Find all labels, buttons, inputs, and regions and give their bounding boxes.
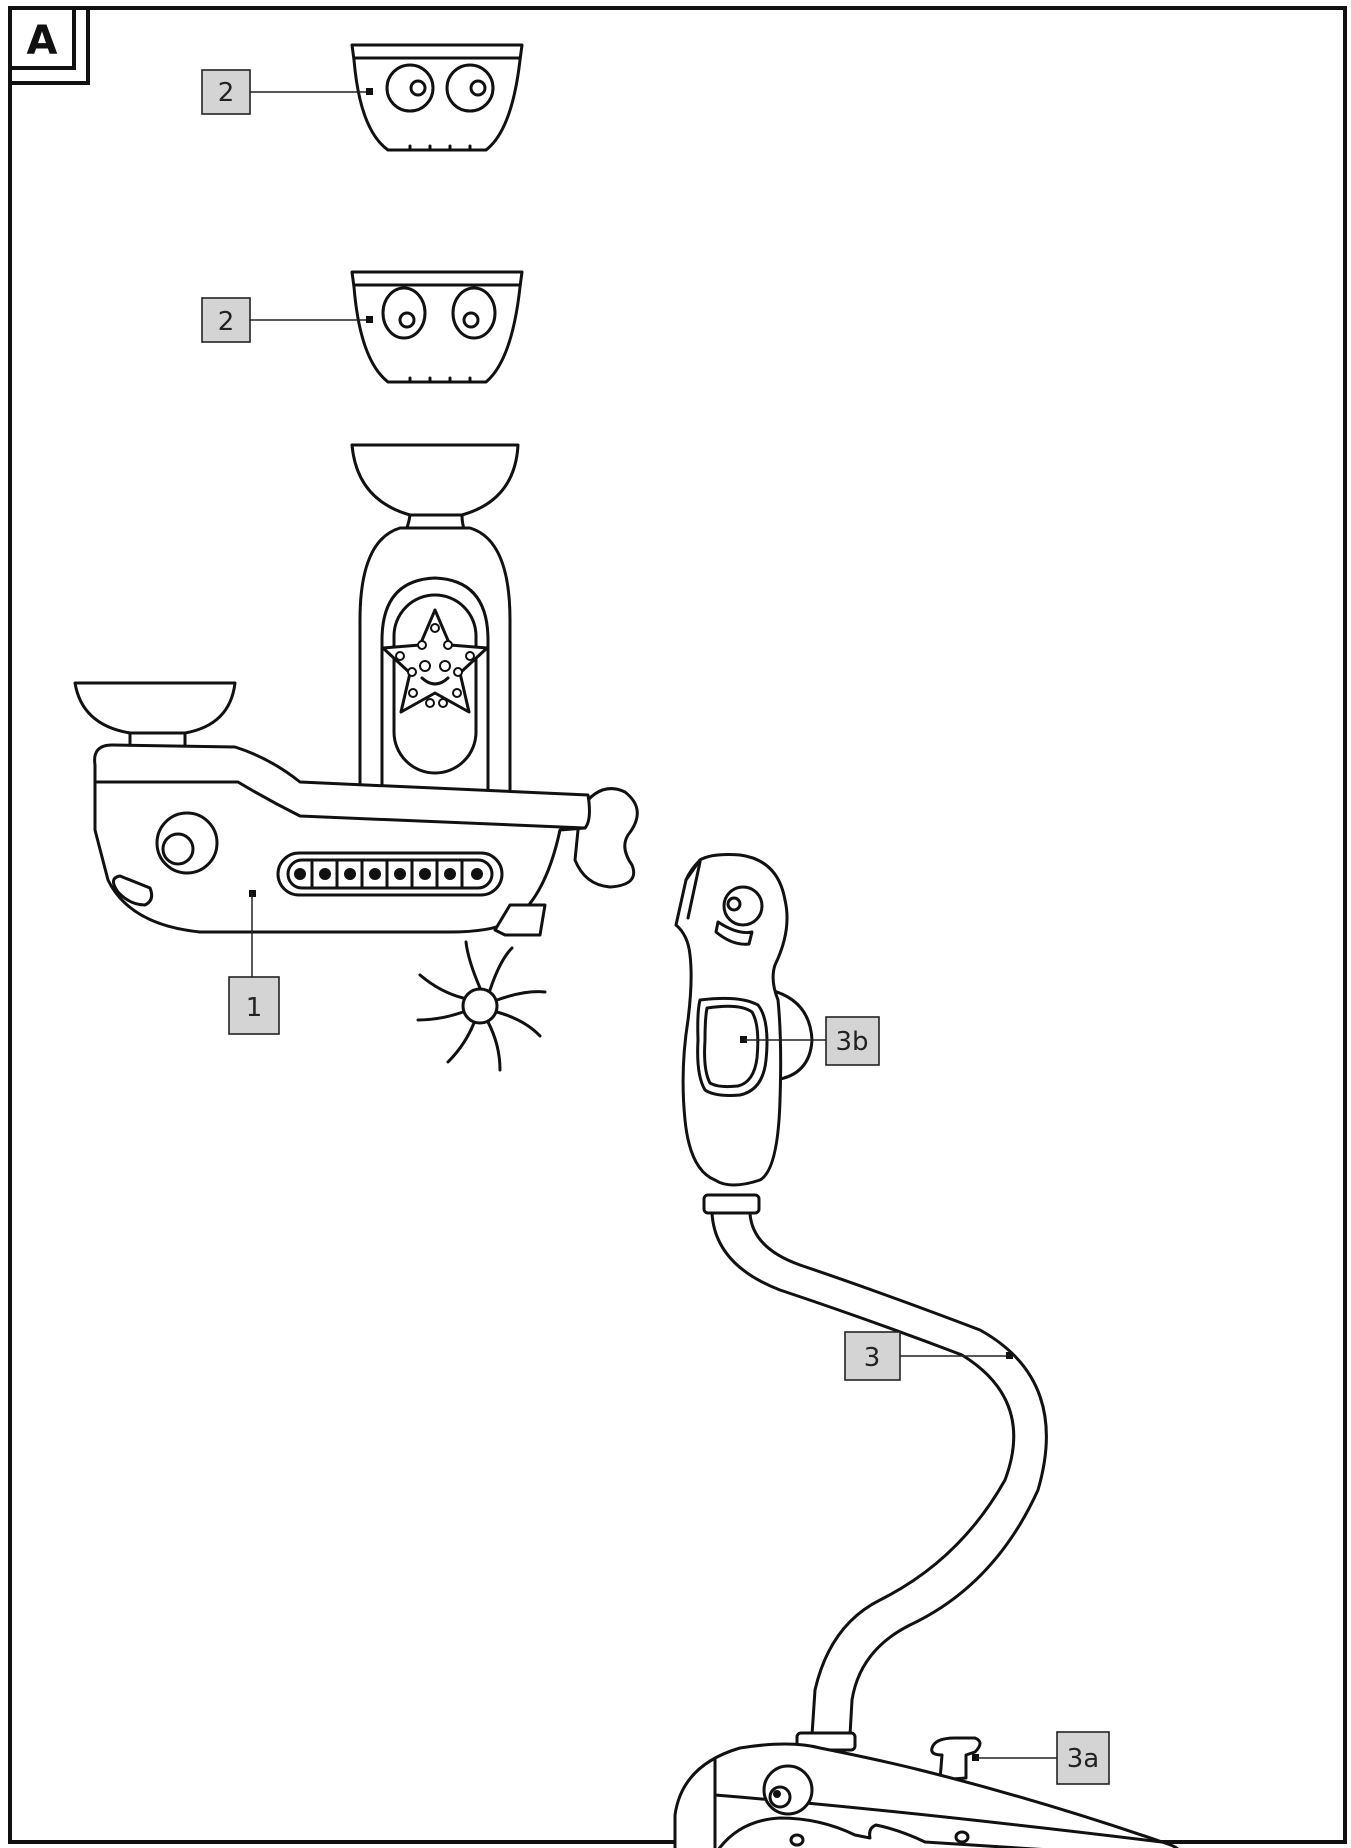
spray-button [696,996,769,1097]
cup-eye-icon [451,286,497,340]
callout-label: 3 [864,1343,881,1373]
cup-eye-icon [445,63,495,113]
handle-eye-icon [714,885,764,946]
starfish-icon [381,608,489,714]
shower-handle [674,853,814,1215]
callout-3: 3 [844,1331,1013,1381]
suction-cup-icon [350,443,520,542]
boat-assembly [73,443,639,1072]
paddle-wheel-icon [416,940,547,1072]
figure-label-badge: A [0,0,90,85]
porthole-icon [155,811,219,875]
window-row [276,851,504,897]
callout-1: 1 [228,890,280,1035]
cup-eye-icon [381,286,427,340]
figure-label: A [27,18,58,64]
callout-label: 3a [1067,1744,1099,1774]
cup-eye-icon [385,63,435,113]
callout-label: 1 [246,993,263,1023]
callout-label: 3b [835,1027,868,1057]
callout-label: 2 [218,307,235,337]
whale-eye-icon [762,1764,814,1816]
stacking-cup-middle [350,270,524,384]
callout-2-top: 2 [201,69,373,115]
suction-cup-icon [73,681,237,753]
callout-2-middle: 2 [201,297,373,343]
hose [710,1211,1048,1737]
stacking-cup-top [350,43,524,152]
callout-label: 2 [218,78,235,108]
callout-3b: 3b [740,1016,880,1066]
callout-3a: 3a [972,1731,1110,1785]
whale-base [673,1731,1179,1848]
